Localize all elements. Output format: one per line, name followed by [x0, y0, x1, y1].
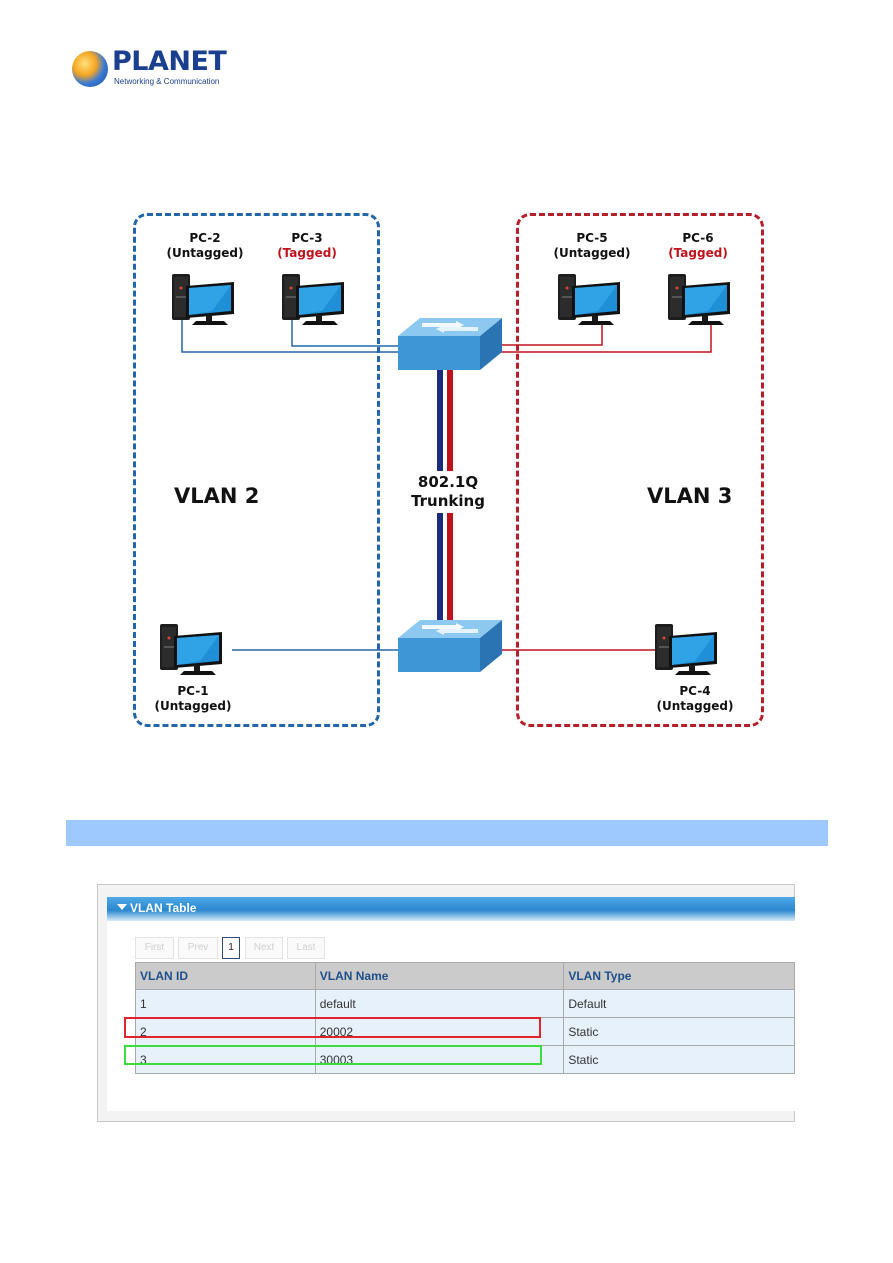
trunk-label-line1: 802.1Q [417, 473, 479, 491]
pager-last-button[interactable]: Last [287, 937, 325, 959]
pc3-label: PC-3 (Tagged) [277, 231, 337, 261]
column-header-vlan-name[interactable]: VLAN Name [314, 962, 565, 990]
pc2-mode: (Untagged) [166, 246, 244, 260]
pc4-label: PC-4 (Untagged) [657, 684, 734, 714]
vlan-trunking-diagram: PC-2 (Untagged) PC-3 (Tagged) PC-5 (Unta… [133, 213, 764, 727]
cell-vlan-type: Default [563, 989, 795, 1018]
cell-vlan-id: 3 [135, 1045, 316, 1074]
pc4-name: PC-4 [679, 684, 711, 698]
trunk-label-line2: Trunking [411, 492, 485, 510]
pc2-computer-icon [172, 274, 234, 325]
column-header-vlan-type[interactable]: VLAN Type [563, 962, 795, 990]
vlan-table-panel: VLAN Table First Prev 1 Next Last VLAN I… [97, 884, 795, 1122]
pc5-computer-icon [558, 274, 620, 325]
link-pc5 [488, 322, 603, 346]
column-header-vlan-id[interactable]: VLAN ID [135, 962, 316, 990]
pc2-label: PC-2 (Untagged) [167, 231, 244, 261]
pc3-mode: (Tagged) [277, 246, 337, 260]
pc3-computer-icon [282, 274, 344, 325]
cell-vlan-id: 2 [135, 1017, 316, 1046]
table-header-row: VLAN ID VLAN Name VLAN Type [135, 962, 795, 990]
pc6-mode: (Tagged) [668, 246, 728, 260]
pc3-name: PC-3 [291, 231, 323, 245]
link-pc3 [291, 320, 400, 347]
vlan2-title: VLAN 2 [174, 484, 260, 508]
cell-vlan-type: Static [563, 1045, 795, 1074]
link-pc2 [181, 320, 400, 353]
cell-vlan-name: default [314, 989, 565, 1018]
pc6-computer-icon [668, 274, 730, 325]
vlan-table-panel-body: VLAN Table First Prev 1 Next Last VLAN I… [107, 897, 795, 1111]
vlan-table-header[interactable]: VLAN Table [107, 897, 795, 921]
cell-vlan-id: 1 [135, 989, 316, 1018]
cell-vlan-name: 20002 [314, 1017, 565, 1046]
pc1-label: PC-1 (Untagged) [155, 684, 232, 714]
pc5-label: PC-5 (Untagged) [554, 231, 631, 261]
logo-brand: PLANET [112, 46, 227, 77]
pc6-label: PC-6 (Tagged) [668, 231, 728, 261]
link-pc6 [488, 322, 712, 353]
pager-page-1-button[interactable]: 1 [222, 937, 240, 959]
pc4-mode: (Untagged) [656, 699, 734, 713]
section-heading-bar [66, 820, 828, 846]
pc4-computer-icon [655, 624, 717, 675]
vlan2-row-highlight [124, 1017, 541, 1038]
collapse-arrow-icon[interactable] [117, 904, 127, 910]
table-row[interactable]: 2 20002 Static [135, 1017, 795, 1046]
bottom-switch [398, 620, 502, 672]
vlan2-zone [133, 213, 380, 727]
pc6-name: PC-6 [682, 231, 714, 245]
vlan-table-title: VLAN Table [130, 901, 197, 915]
network-links [160, 274, 730, 675]
pc2-name: PC-2 [189, 231, 221, 245]
cell-vlan-type: Static [563, 1017, 795, 1046]
pc1-name: PC-1 [177, 684, 209, 698]
planet-logo: PLANET Networking & Communication [72, 46, 232, 90]
pager-next-button[interactable]: Next [245, 937, 283, 959]
logo-tagline: Networking & Communication [114, 77, 220, 86]
pc1-computer-icon [160, 624, 222, 675]
vlan3-title: VLAN 3 [647, 484, 733, 508]
pc5-mode: (Untagged) [553, 246, 631, 260]
pc5-name: PC-5 [576, 231, 608, 245]
globe-icon [72, 51, 108, 87]
pc1-mode: (Untagged) [154, 699, 232, 713]
pager-prev-button[interactable]: Prev [178, 937, 218, 959]
trunk-label: 802.1Q Trunking [407, 471, 489, 513]
table-row[interactable]: 1 default Default [135, 989, 795, 1018]
vlan3-zone [516, 213, 764, 727]
pager-first-button[interactable]: First [135, 937, 174, 959]
top-switch [398, 318, 502, 370]
vlan3-row-highlight [124, 1045, 542, 1065]
